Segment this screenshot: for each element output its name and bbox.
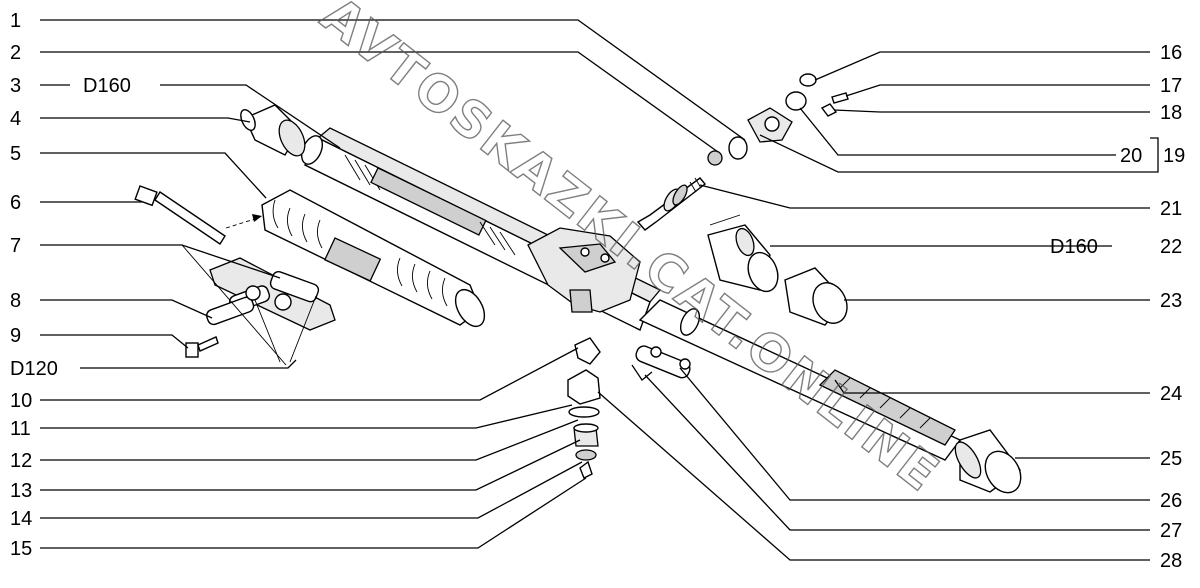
callout-23: 23 [1160, 290, 1182, 312]
protective-cap-left [240, 104, 306, 157]
callout-3: 3 [10, 75, 21, 97]
callout-3-size: D160 [83, 75, 131, 97]
callout-24: 24 [1160, 383, 1182, 405]
adjuster-stack [567, 337, 601, 479]
callout-28: 28 [1160, 550, 1182, 572]
callout-20: 20 [1120, 145, 1142, 167]
callout-2: 2 [10, 42, 21, 64]
callout-25: 25 [1160, 448, 1182, 470]
clamp-bracket [631, 345, 691, 381]
callout-13: 13 [10, 480, 32, 502]
end-cap-right [954, 429, 1022, 494]
leader-lines [40, 19, 1159, 561]
callout-5: 5 [10, 143, 21, 165]
callout-9: 9 [10, 325, 21, 347]
pinion-housing [527, 227, 641, 313]
callout-21: 21 [1160, 198, 1182, 220]
callout-18: 18 [1160, 102, 1182, 124]
callout-19: 19 [1163, 145, 1185, 167]
bolt [185, 336, 219, 358]
callout-22: 22 [1160, 236, 1182, 258]
bellows-boot [261, 189, 486, 328]
pinion-cover [747, 73, 849, 143]
callout-11: 11 [10, 418, 31, 440]
callout-14: 14 [10, 508, 32, 530]
parts-drawing [134, 73, 1022, 494]
callout-1: 1 [10, 10, 21, 32]
callout-27: 27 [1160, 520, 1182, 542]
callout-22-size: D160 [1050, 236, 1098, 258]
cable-tie [134, 185, 262, 245]
callout-4: 4 [10, 108, 21, 130]
callout-6: 6 [10, 192, 21, 214]
callout-26: 26 [1160, 490, 1182, 512]
mounting-plates [205, 257, 336, 331]
pinion-shaft [636, 177, 707, 231]
callout-7: 7 [10, 235, 21, 257]
end-cap-mid [784, 267, 848, 326]
callout-15: 15 [10, 538, 32, 560]
seal-rings [707, 136, 748, 166]
callout-17: 17 [1160, 75, 1182, 97]
callout-labels: 1 2 3 D160 4 5 6 7 8 9 D120 10 11 12 13 … [10, 10, 1185, 572]
callout-9-size: D120 [10, 358, 58, 380]
callout-10: 10 [10, 390, 32, 412]
seal-sleeve [707, 214, 779, 293]
callout-8: 8 [10, 290, 21, 312]
callout-16: 16 [1160, 42, 1182, 64]
callout-12: 12 [10, 450, 32, 472]
